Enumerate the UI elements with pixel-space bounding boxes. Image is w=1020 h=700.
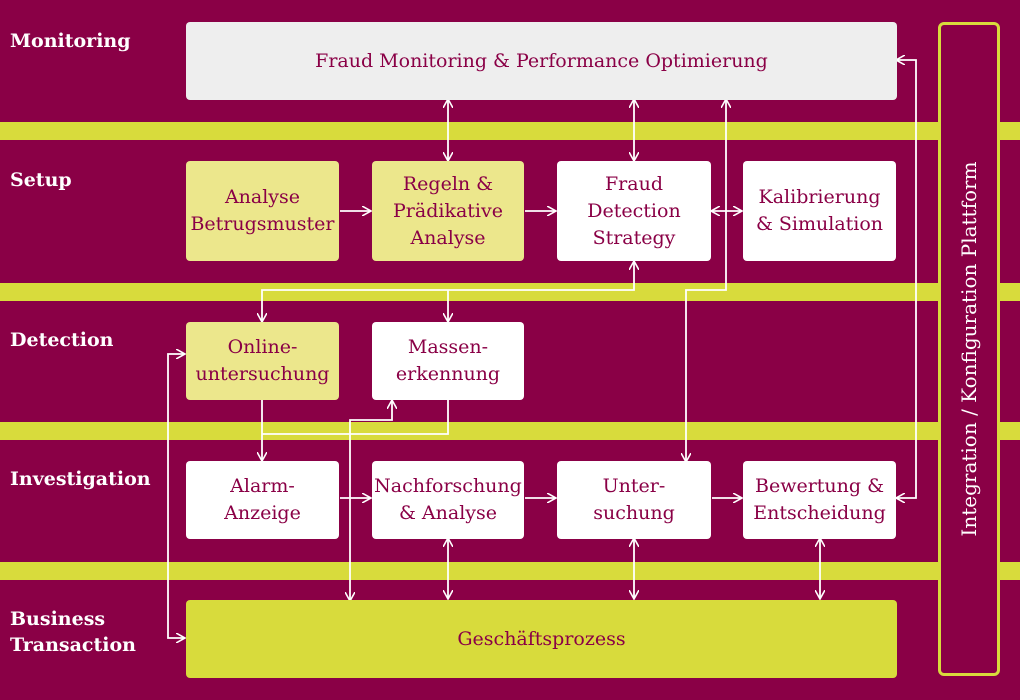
node-bewertung-entscheidung: Bewertung & Entscheidung [743, 461, 896, 539]
lane-divider [0, 562, 1020, 580]
integration-platform: Integration / Konfiguration Plattform [938, 22, 1000, 676]
arrow-prozess-massen [350, 401, 392, 600]
integration-platform-label: Integration / Konfiguration Plattform [957, 161, 981, 537]
arrow-monitoring-untersuchung [686, 100, 726, 461]
lane-label-investigation: Investigation [10, 468, 151, 490]
lane-divider [0, 422, 1020, 440]
arrow-prozess-online [167, 354, 184, 638]
node-regeln-praediktive-analyse: Regeln & Prädikative Analyse [372, 161, 524, 261]
node-analyse-betrugsmuster: Analyse Betrugsmuster [186, 161, 339, 261]
node-onlineuntersuchung: Online- untersuchung [186, 322, 339, 400]
lane-label-business-transaction: Business Transaction [10, 608, 136, 656]
node-untersuchung: Unter- suchung [557, 461, 711, 539]
node-massenerkennung: Massen- erkennung [372, 322, 524, 400]
node-nachforschung-analyse: Nachforschung & Analyse [372, 461, 524, 539]
node-fraud-monitoring: Fraud Monitoring & Performance Optimieru… [186, 22, 897, 100]
lane-label-detection: Detection [10, 329, 114, 351]
node-alarm-anzeige: Alarm- Anzeige [186, 461, 339, 539]
node-kalibrierung-simulation: Kalibrierung & Simulation [743, 161, 896, 261]
lane-divider [0, 122, 1020, 140]
lane-label-setup: Setup [10, 169, 72, 191]
node-geschaeftsprozess: Geschäftsprozess [186, 600, 897, 678]
lane-label-monitoring: Monitoring [10, 30, 131, 52]
arrow-massen-alarm [262, 400, 449, 435]
node-fraud-detection-strategy: Fraud Detection Strategy [557, 161, 711, 261]
arrow-bewertung-monitoring [897, 60, 917, 498]
